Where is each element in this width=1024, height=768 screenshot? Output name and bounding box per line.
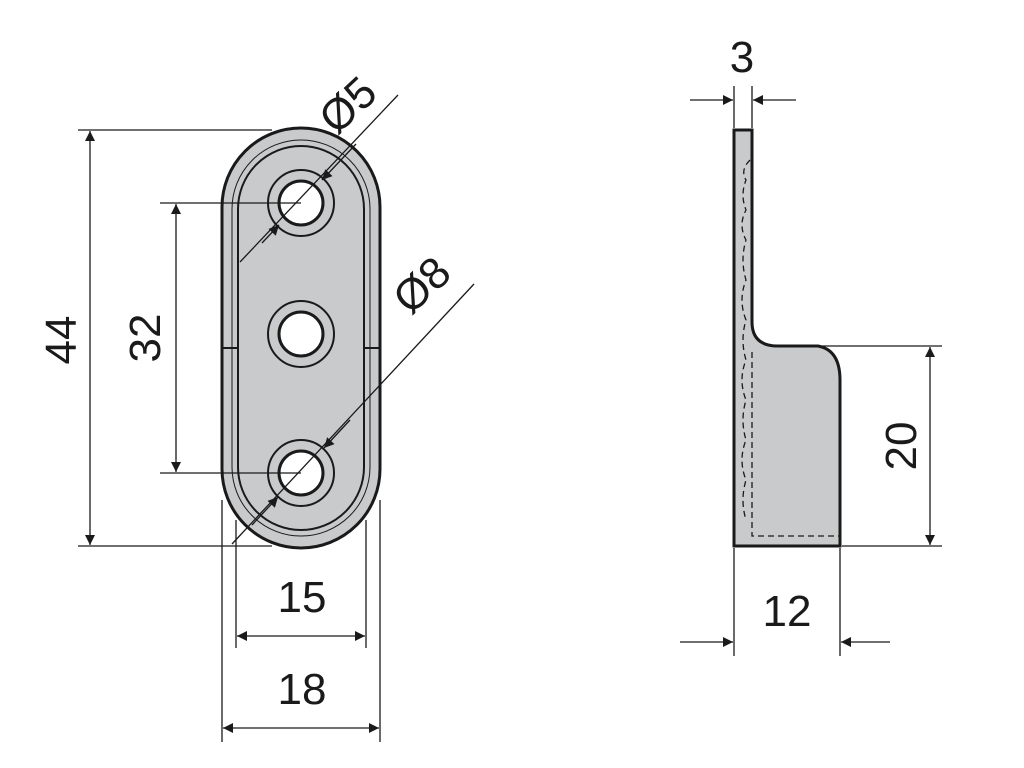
- dim-label-18: 18: [278, 665, 327, 714]
- dim-label-12: 12: [763, 587, 812, 636]
- dim-label-15: 15: [278, 573, 327, 622]
- dim-label-32: 32: [121, 314, 170, 363]
- side-profile: [732, 128, 842, 548]
- dim-label-20: 20: [877, 422, 926, 471]
- dim-label-3: 3: [730, 33, 754, 82]
- front-body-inner: [237, 145, 365, 531]
- hidden-line-inner: [751, 352, 840, 537]
- dim-label-44: 44: [37, 316, 86, 365]
- leader-dia5: [239, 94, 399, 263]
- front-view: 44 32 Ø5 Ø8 15 18: [37, 67, 475, 742]
- side-view: 3 20 12: [680, 33, 942, 656]
- front-body-inner-edge: [231, 139, 371, 537]
- hole-middle: [267, 300, 335, 368]
- hidden-line-back: [741, 159, 751, 521]
